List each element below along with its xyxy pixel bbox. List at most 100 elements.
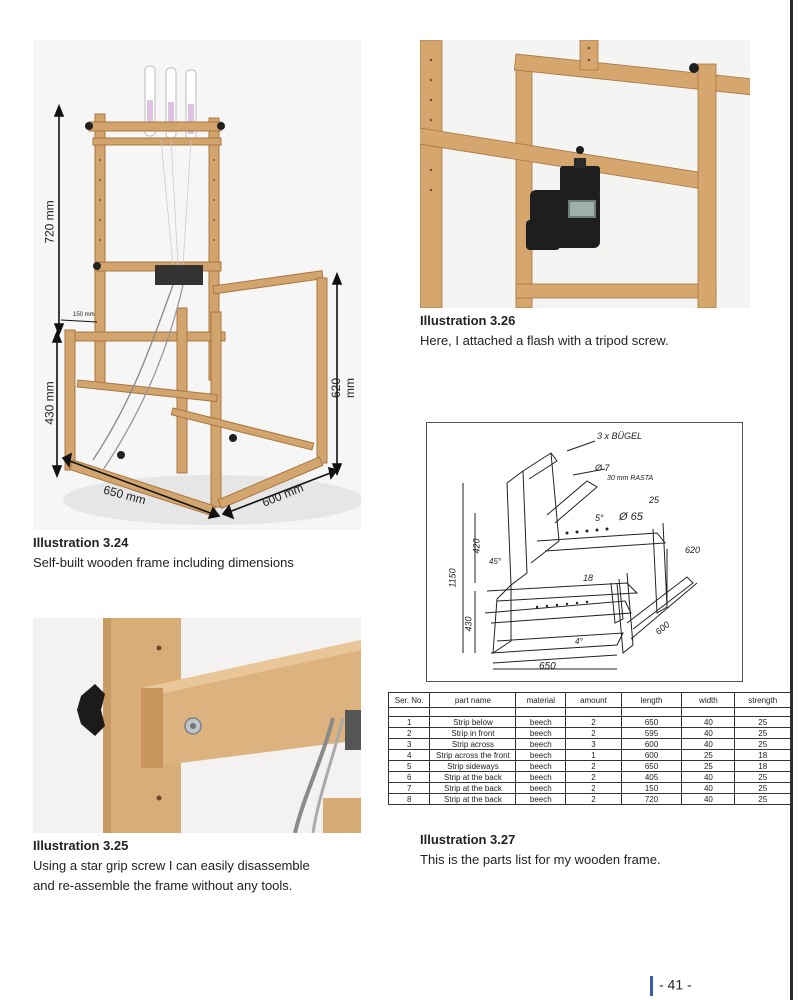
caption-ill-3-26: Illustration 3.26 Here, I attached a fla… (420, 311, 669, 351)
table-cell: 25 (734, 782, 791, 794)
table-cell: 2 (565, 782, 622, 794)
table-cell: 150 (620, 782, 683, 794)
caption-ill-3-25: Illustration 3.25 Using a star grip scre… (33, 836, 310, 896)
table-cell: 595 (620, 727, 683, 739)
page-number-bar (650, 976, 653, 996)
table-cell: 4 (387, 749, 431, 761)
frame-sketch: 3 x BÜGEL Ø 7 30 mm RASTA 25 5° Ø 65 620… (426, 422, 743, 682)
caption-text: Here, I attached a flash with a tripod s… (420, 333, 669, 348)
table-cell: Strip at the back (429, 793, 517, 805)
caption-title: Illustration 3.26 (420, 313, 516, 328)
page-number: - 41 - (650, 976, 692, 996)
table-cell: 40 (681, 727, 736, 739)
table-cell: 25 (734, 738, 791, 750)
dim-label-430: 430 mm (42, 381, 57, 425)
table-cell: 650 (620, 716, 683, 728)
table-cell: 25 (734, 771, 791, 783)
caption-text-line2: and re-assemble the frame without any to… (33, 878, 293, 893)
table-cell: 3 (565, 738, 622, 750)
sketch-note-j: 1150 (447, 568, 458, 588)
table-cell: 1 (387, 716, 431, 728)
sketch-note-m: 650 (539, 661, 556, 672)
table-cell: 40 (681, 771, 736, 783)
table-cell: Strip sideways (429, 760, 517, 772)
table-cell: beech (515, 771, 567, 783)
sketch-note-c: 30 mm RASTA (607, 475, 654, 482)
table-cell: 8 (387, 793, 431, 805)
frame-photo: 720 mm 430 mm 620 mm 650 mm 600 mm 150 m… (33, 40, 361, 530)
caption-text-line1: Using a star grip screw I can easily dis… (33, 858, 310, 873)
table-cell: 600 (620, 738, 683, 750)
table-cell: 25 (681, 760, 736, 772)
table-cell: 25 (734, 793, 791, 805)
table-cell: 720 (620, 793, 683, 805)
table-cell: 7 (387, 782, 431, 794)
table-cell: 40 (681, 793, 736, 805)
sketch-note-f: Ø 65 (619, 511, 643, 523)
col-header: amount (565, 692, 622, 708)
table-cell: 40 (681, 782, 736, 794)
table-cell: beech (515, 760, 567, 772)
table-cell: beech (515, 749, 567, 761)
table-cell: 25 (734, 716, 791, 728)
table-cell: 40 (681, 716, 736, 728)
table-spacer-row (387, 707, 791, 717)
table-cell: 40 (681, 738, 736, 750)
table-cell: beech (515, 727, 567, 739)
caption-ill-3-27: Illustration 3.27 This is the parts list… (420, 830, 661, 870)
table-cell: Strip at the back (429, 782, 517, 794)
table-cell: 5 (387, 760, 431, 772)
sketch-note-l: 18 (583, 573, 594, 583)
col-header: part name (429, 692, 517, 708)
table-cell: 2 (565, 760, 622, 772)
table-cell: beech (515, 782, 567, 794)
table-cell: 2 (565, 793, 622, 805)
table-cell: 25 (681, 749, 736, 761)
dim-label-620: 620 mm (329, 377, 357, 398)
table-cell: 2 (565, 771, 622, 783)
table-cell: Strip across the front (429, 749, 517, 761)
sketch-note-a: 3 x BÜGEL (597, 431, 643, 441)
flash-photo (420, 40, 750, 308)
col-header: strength (734, 692, 791, 708)
sketch-note-h: 420 (471, 538, 482, 554)
table-cell: 6 (387, 771, 431, 783)
star-grip-photo (33, 618, 361, 833)
sketch-note-e: 5° (595, 513, 604, 523)
sketch-note-b: Ø 7 (595, 463, 610, 473)
sketch-note-o: 4° (575, 637, 583, 646)
page-edge-line (790, 0, 793, 1000)
dim-label-150: 150 mm (73, 312, 95, 318)
table-cell: 3 (387, 738, 431, 750)
col-header: width (681, 692, 736, 708)
table-cell: 1 (565, 749, 622, 761)
table-cell: 18 (734, 760, 791, 772)
sketch-note-d: 25 (649, 495, 660, 505)
table-cell: Strip at the back (429, 771, 517, 783)
caption-text: This is the parts list for my wooden fra… (420, 852, 661, 867)
table-cell: 18 (734, 749, 791, 761)
table-cell: Strip across (429, 738, 517, 750)
col-header: material (515, 692, 567, 708)
col-header: length (620, 692, 683, 708)
table-cell: beech (515, 793, 567, 805)
table-cell: Strip below (429, 716, 517, 728)
caption-text: Self-built wooden frame including dimens… (33, 555, 294, 570)
col-header: Ser. No. (387, 692, 431, 708)
table-header-row: Ser. No. part name material amount lengt… (387, 692, 791, 708)
table-cell: 2 (387, 727, 431, 739)
caption-title: Illustration 3.24 (33, 535, 129, 550)
table-cell: beech (515, 716, 567, 728)
table-cell: 2 (565, 716, 622, 728)
caption-ill-3-24: Illustration 3.24 Self-built wooden fram… (33, 533, 294, 573)
parts-list-table: Ser. No. part name material amount lengt… (387, 692, 791, 805)
table-cell: 25 (734, 727, 791, 739)
table-cell: 650 (620, 760, 683, 772)
page-number-text: - 41 - (659, 976, 692, 993)
